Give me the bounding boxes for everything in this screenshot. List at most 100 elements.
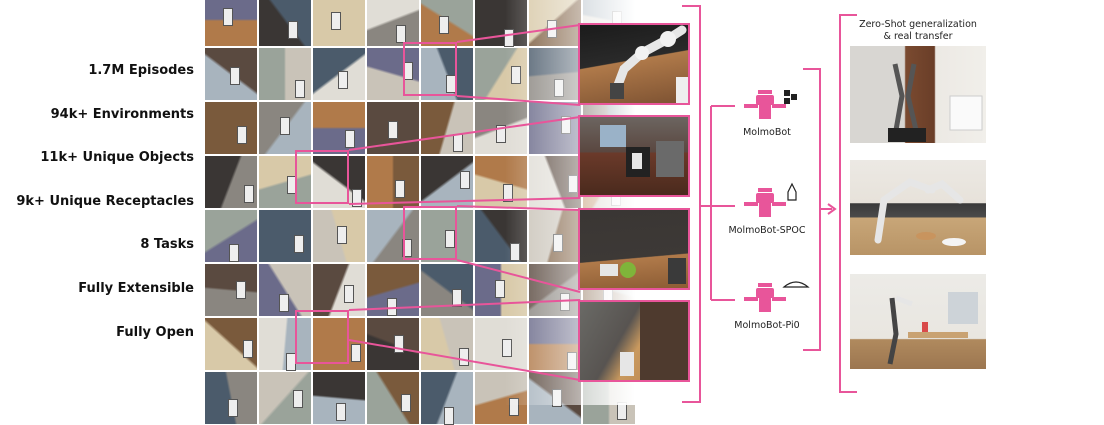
sim-robot-icon <box>495 280 505 298</box>
zoom-line-1a <box>456 24 581 43</box>
robot-base-icon <box>600 125 684 177</box>
sim-tile <box>313 318 365 370</box>
zoom-line-2a <box>348 116 581 151</box>
sim-tile <box>313 102 365 154</box>
zoom-view-3 <box>578 208 690 290</box>
pie-icon <box>782 281 810 288</box>
puzzle-icon <box>784 90 797 104</box>
stat-unique-receptacles: 9k+ Unique Receptacles <box>16 194 194 209</box>
model-molmobot: MolmoBot <box>712 84 822 138</box>
sim-tile <box>421 102 473 154</box>
sim-robot-icon <box>452 289 462 307</box>
sim-robot-icon <box>444 407 454 425</box>
real-transfer-caption: Zero-Shot generalization & real transfer <box>843 19 993 43</box>
highlight-cell-4 <box>295 310 349 364</box>
sim-robot-icon <box>396 25 406 43</box>
real-robot-icon <box>888 63 983 142</box>
sim-robot-icon <box>338 71 348 89</box>
stat-episodes: 1.7M Episodes <box>88 63 194 78</box>
sim-robot-icon <box>388 121 398 139</box>
sim-tile <box>205 0 257 46</box>
sim-tile <box>259 0 311 46</box>
sim-tile <box>313 264 365 316</box>
sim-robot-icon <box>295 80 305 98</box>
zoom-line-4a <box>348 299 581 311</box>
highlight-cell-2 <box>295 150 349 204</box>
sim-tile <box>421 48 473 100</box>
sim-robot-icon <box>288 21 298 39</box>
sim-robot-icon <box>460 171 470 189</box>
dataset-bracket <box>682 5 701 403</box>
sim-tile <box>367 0 419 46</box>
real-photo-1 <box>850 46 986 143</box>
sim-tile <box>421 0 473 46</box>
model-molmobot-pi0: MolmoBot-Pi0 <box>712 277 822 331</box>
robot-icon <box>744 281 810 312</box>
sim-tile <box>205 156 257 208</box>
sim-robot-icon <box>459 348 469 366</box>
sim-tile <box>313 48 365 100</box>
real-photo-3 <box>850 274 986 369</box>
real-bracket <box>839 14 857 393</box>
sim-tile <box>205 210 257 262</box>
curtain-scene-icon <box>620 302 688 380</box>
robot-arm-icon <box>610 25 688 103</box>
sim-robot-icon <box>402 239 412 257</box>
zoom-line-3b <box>456 259 581 293</box>
sim-robot-icon <box>345 130 355 148</box>
stat-tasks: 8 Tasks <box>140 237 194 252</box>
sim-tile <box>259 264 311 316</box>
sim-robot-icon <box>294 235 304 253</box>
sim-tile <box>313 156 365 208</box>
zoom-view-4 <box>578 300 690 382</box>
robot-icon <box>744 182 797 217</box>
sim-robot-icon <box>223 8 233 26</box>
table-robot-icon <box>887 292 978 365</box>
sim-robot-icon <box>230 67 240 85</box>
sim-tile <box>367 48 419 100</box>
zoom-line-1b <box>456 95 581 106</box>
sim-tile <box>421 156 473 208</box>
caption-line-2: & real transfer <box>883 31 953 42</box>
real-photo-2 <box>850 160 986 255</box>
sim-tile <box>259 318 311 371</box>
sim-robot-icon <box>352 189 362 207</box>
zoom-line-4b <box>348 339 581 381</box>
sim-tile <box>421 210 473 262</box>
apple-object-icon <box>600 258 686 284</box>
sim-tile <box>259 48 311 100</box>
sim-robot-icon <box>279 294 289 312</box>
sim-tile <box>205 102 257 154</box>
robot-icon <box>744 90 797 119</box>
stat-extensible: Fully Extensible <box>78 281 194 296</box>
sim-tile <box>313 210 365 262</box>
sim-robot-icon <box>243 340 253 358</box>
stats-list: 1.7M Episodes 94k+ Environments 11k+ Uni… <box>0 0 200 405</box>
sim-tile <box>313 0 365 46</box>
stat-environments: 94k+ Environments <box>50 107 194 122</box>
highlight-cell-1 <box>403 42 457 96</box>
sim-robot-icon <box>351 344 361 362</box>
sim-robot-icon <box>331 12 341 30</box>
sim-tile <box>367 156 419 208</box>
model-molmobot-label: MolmoBot <box>743 127 791 138</box>
zoom-view-2 <box>578 115 690 197</box>
model-molmobot-spoc: MolmoBot-SPOC <box>712 182 822 236</box>
sim-tile <box>205 318 257 370</box>
sim-tile <box>367 210 419 262</box>
sim-robot-icon <box>237 126 247 144</box>
zoom-line-2b <box>348 197 581 205</box>
zoom-line-3a <box>456 205 581 211</box>
sim-robot-icon <box>395 180 405 198</box>
caption-line-1: Zero-Shot generalization <box>859 19 977 30</box>
sim-robot-icon <box>244 185 254 203</box>
sim-tile <box>421 318 473 370</box>
stat-unique-objects: 11k+ Unique Objects <box>40 150 194 165</box>
sim-robot-icon <box>394 335 404 353</box>
sim-robot-icon <box>336 403 346 421</box>
transfer-arrow-head <box>827 203 837 215</box>
sim-robot-icon <box>337 226 347 244</box>
sim-tile <box>205 264 257 316</box>
connectors-layer <box>348 5 857 403</box>
sim-tile <box>259 156 311 208</box>
